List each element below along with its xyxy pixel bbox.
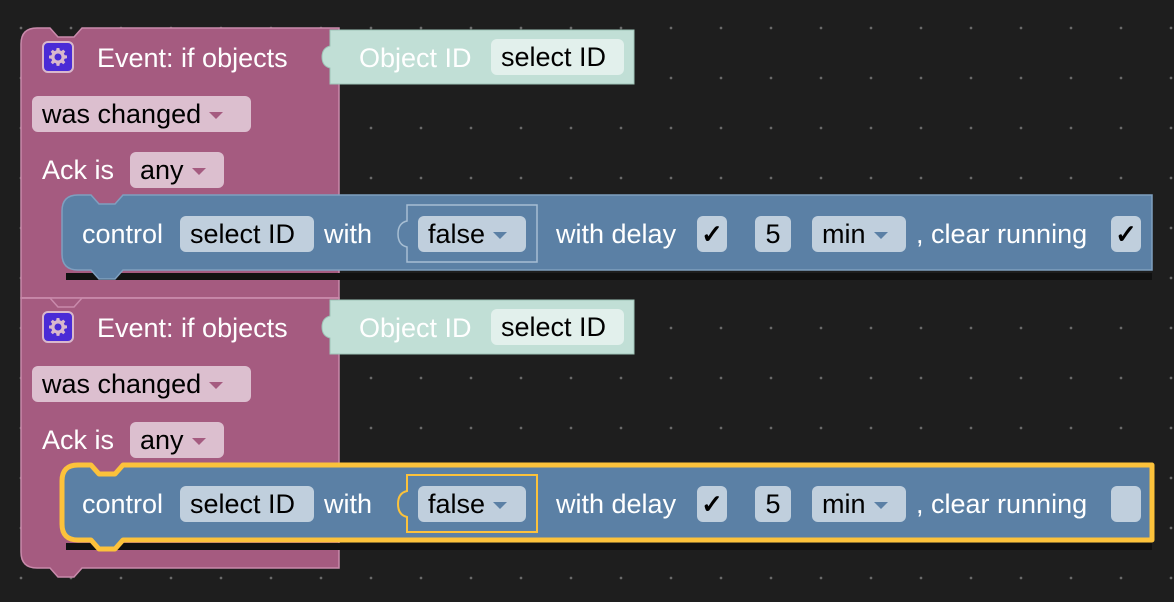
trigger-dropdown[interactable]: was changed xyxy=(32,96,251,132)
object-id-value: select ID xyxy=(501,41,607,72)
delay-unit-dropdown[interactable]: min xyxy=(812,216,906,252)
control-target-value: select ID xyxy=(190,488,296,519)
gear-icon[interactable] xyxy=(42,41,74,73)
object-id-value: select ID xyxy=(501,311,607,342)
delay-checkbox[interactable]: ✓ xyxy=(697,216,727,252)
delay-unit-value: min xyxy=(822,218,866,249)
chevron-down-icon xyxy=(209,382,224,389)
ack-value: any xyxy=(140,154,184,185)
gear-glyph xyxy=(49,48,67,66)
object-id-label: Object ID xyxy=(359,313,472,343)
object-id-select-field[interactable]: select ID xyxy=(491,309,624,345)
check-icon: ✓ xyxy=(701,488,723,519)
object-id-select-field[interactable]: select ID xyxy=(491,39,624,75)
delay-amount-value: 5 xyxy=(765,488,781,519)
control-block-2-selected[interactable]: control select ID with false with delay … xyxy=(0,270,1174,602)
control-target-field[interactable]: select ID xyxy=(180,216,314,252)
ack-label: Ack is xyxy=(42,425,115,455)
control-block-1[interactable]: control select ID with false with delay … xyxy=(0,0,1174,300)
value-text: false xyxy=(428,488,486,519)
delay-unit-value: min xyxy=(822,488,866,519)
event-title: Event: if objects xyxy=(97,43,288,73)
clear-running-label: , clear running xyxy=(916,489,1088,519)
control-block-shape xyxy=(59,462,1155,552)
clear-running-checkbox[interactable] xyxy=(1111,486,1141,522)
with-label: with xyxy=(324,219,373,249)
control-target-value: select ID xyxy=(190,218,296,249)
with-label: with xyxy=(324,489,373,519)
check-icon: ✓ xyxy=(701,218,723,249)
delay-amount-input[interactable]: 5 xyxy=(755,486,791,522)
ack-value: any xyxy=(140,424,184,455)
chevron-down-icon xyxy=(873,502,888,509)
clear-running-checkbox[interactable]: ✓ xyxy=(1111,216,1141,252)
delay-label: with delay xyxy=(556,219,677,249)
delay-amount-input[interactable]: 5 xyxy=(755,216,791,252)
gear-glyph xyxy=(49,318,67,336)
value-dropdown[interactable]: false xyxy=(418,216,526,252)
value-text: false xyxy=(428,218,486,249)
object-id-label: Object ID xyxy=(359,43,472,73)
trigger-value: was changed xyxy=(42,368,202,399)
trigger-dropdown[interactable]: was changed xyxy=(32,366,251,402)
chevron-down-icon xyxy=(191,438,206,445)
control-block-shape xyxy=(61,194,1153,280)
delay-amount-value: 5 xyxy=(765,218,781,249)
chevron-down-icon xyxy=(191,168,206,175)
clear-running-label: , clear running xyxy=(916,219,1088,249)
control-label: control xyxy=(82,489,164,519)
value-dropdown[interactable]: false xyxy=(418,486,526,522)
delay-checkbox[interactable]: ✓ xyxy=(697,486,727,522)
ack-dropdown[interactable]: any xyxy=(130,152,224,188)
check-icon: ✓ xyxy=(1115,218,1137,249)
delay-label: with delay xyxy=(556,489,677,519)
ack-dropdown[interactable]: any xyxy=(130,422,224,458)
control-target-field[interactable]: select ID xyxy=(180,486,314,522)
chevron-down-icon xyxy=(493,502,508,509)
ack-label: Ack is xyxy=(42,155,115,185)
delay-unit-dropdown[interactable]: min xyxy=(812,486,906,522)
chevron-down-icon xyxy=(493,232,508,239)
event-title: Event: if objects xyxy=(97,313,288,343)
gear-icon[interactable] xyxy=(42,311,74,343)
chevron-down-icon xyxy=(209,112,224,119)
chevron-down-icon xyxy=(873,232,888,239)
control-label: control xyxy=(82,219,164,249)
trigger-value: was changed xyxy=(42,98,202,129)
